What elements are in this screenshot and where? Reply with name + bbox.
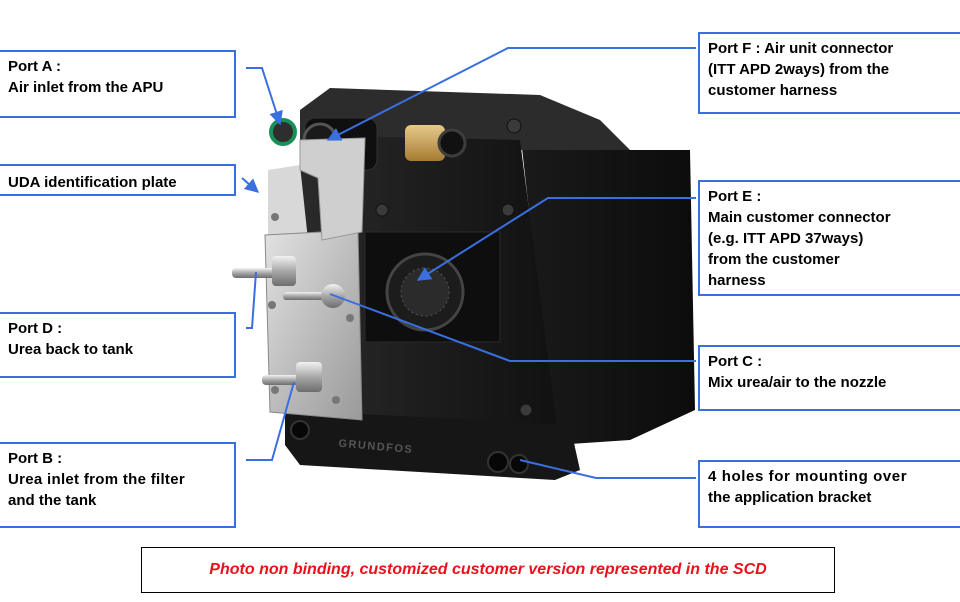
screw [519, 403, 533, 417]
plate-screw [271, 213, 279, 221]
callout-port-e-text-2: (e.g. ITT APD 37ways) [708, 230, 864, 247]
mounting-hole [487, 451, 509, 473]
screw [501, 203, 515, 217]
port-a-fitting [269, 118, 297, 146]
uda-plate [268, 165, 308, 250]
callout-port-a-text: Air inlet from the APU [8, 79, 164, 96]
callout-port-e-text-3: from the customer [708, 251, 840, 268]
callout-port-f-text-1: Port F : Air unit connector [708, 40, 894, 57]
plate-screw [271, 386, 279, 394]
plate-group [232, 118, 366, 421]
port-b-nut [296, 362, 322, 392]
callout-uda-text: UDA identification plate [8, 174, 177, 191]
mounting-hole [509, 454, 529, 474]
brass-fitting-cap [437, 128, 467, 158]
port-c-nut [321, 284, 345, 308]
callout-mounting-text-2: the application bracket [708, 489, 872, 506]
callout-port-d-title: Port D : [8, 320, 63, 337]
port-b-stem [262, 375, 300, 385]
plate-screw [268, 301, 276, 309]
callout-port-e-text-4: harness [708, 272, 766, 289]
plate-screw [332, 396, 340, 404]
callout-port-c-text: Mix urea/air to the nozzle [708, 374, 887, 391]
callout-port-b-title: Port B : [8, 450, 63, 467]
callout-port-a: Port A : Air inlet from the APU [0, 50, 236, 118]
callout-port-f-text-2: (ITT APD 2ways) from the [708, 61, 890, 78]
port-e-pins [400, 267, 450, 317]
callout-port-b: Port B : Urea inlet from the filter and … [0, 442, 236, 528]
disclaimer-note: Photo non binding, customized customer v… [141, 547, 835, 593]
screw [375, 203, 389, 217]
callout-port-c: Port C : Mix urea/air to the nozzle [698, 345, 960, 411]
callout-mounting-holes: 4 holes for mounting over the applicatio… [698, 460, 960, 528]
callout-port-a-title: Port A : [8, 58, 62, 75]
callout-port-b-text-2: and the tank [8, 492, 97, 509]
callout-port-b-text-1: Urea inlet from the filter [8, 471, 185, 488]
port-d-nut [272, 256, 296, 286]
mounting-hole [290, 420, 310, 440]
callout-port-d: Port D : Urea back to tank [0, 312, 236, 378]
screw [506, 118, 522, 134]
port-c-stem [283, 292, 325, 300]
callout-port-e: Port E : Main customer connector (e.g. I… [698, 180, 960, 296]
callout-mounting-text-1: 4 holes for mounting over [708, 468, 908, 485]
callout-port-d-text: Urea back to tank [8, 341, 134, 358]
callout-uda-plate: UDA identification plate [0, 164, 236, 196]
callout-port-f-text-3: customer harness [708, 82, 838, 99]
callout-port-e-title: Port E : [708, 188, 762, 205]
plate-screw [346, 314, 354, 322]
callout-port-c-title: Port C : [708, 353, 763, 370]
callout-port-f: Port F : Air unit connector (ITT APD 2wa… [698, 32, 960, 114]
callout-port-e-text-1: Main customer connector [708, 209, 891, 226]
port-d-stem [232, 268, 277, 278]
